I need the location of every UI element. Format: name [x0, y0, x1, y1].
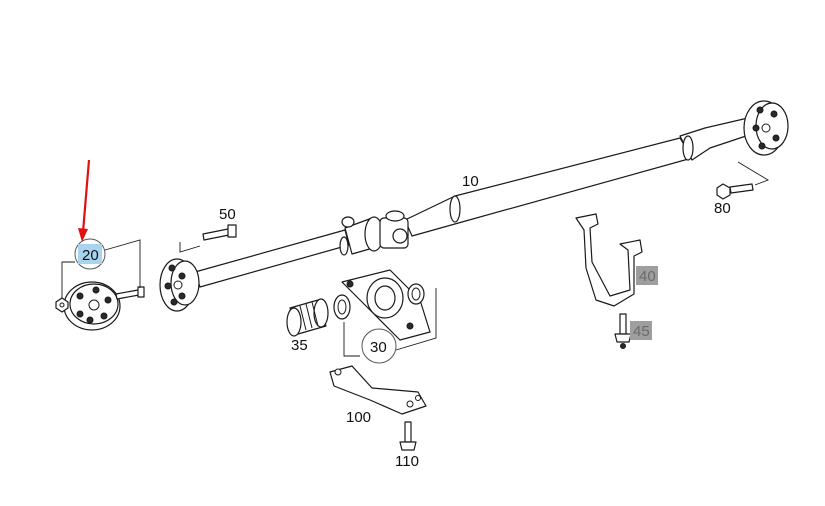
- highlight-arrow: [78, 159, 91, 242]
- grey-tag-45: [630, 321, 652, 340]
- label-50[interactable]: 50: [219, 206, 236, 223]
- label-30[interactable]: 30: [370, 339, 387, 356]
- leader-20: [61, 239, 141, 298]
- nut-part-80[interactable]: [716, 183, 754, 200]
- drive-shaft[interactable]: [194, 117, 753, 288]
- stud-bolt-part-45[interactable]: [614, 313, 632, 349]
- label-20[interactable]: 20: [82, 247, 99, 264]
- front-flex-disc-mounted[interactable]: [743, 100, 789, 156]
- label-10[interactable]: 10: [462, 173, 479, 190]
- bracket-part-100[interactable]: [329, 365, 427, 415]
- rear-flex-disc-mounted[interactable]: [159, 258, 200, 312]
- label-100[interactable]: 100: [346, 409, 371, 426]
- leader-50: [179, 242, 201, 253]
- hanger-strap-part-40[interactable]: [575, 213, 643, 307]
- label-35[interactable]: 35: [291, 337, 308, 354]
- grey-tag-40: [636, 266, 658, 285]
- label-80[interactable]: 80: [714, 200, 731, 217]
- label-40[interactable]: 40: [639, 268, 656, 285]
- leader-30: [343, 288, 437, 357]
- rubber-boot-part-35[interactable]: [286, 298, 329, 337]
- highlight-box-20: [78, 244, 102, 264]
- center-bearing-part-30[interactable]: [333, 269, 431, 341]
- flex-disc-part-20[interactable]: [55, 281, 145, 331]
- leader-80: [737, 161, 770, 186]
- bolt-part-50[interactable]: [202, 224, 237, 241]
- callout-bubble-30: [361, 328, 397, 364]
- bolt-part-110[interactable]: [399, 421, 417, 451]
- label-45[interactable]: 45: [633, 323, 650, 340]
- label-110[interactable]: 110: [395, 453, 419, 470]
